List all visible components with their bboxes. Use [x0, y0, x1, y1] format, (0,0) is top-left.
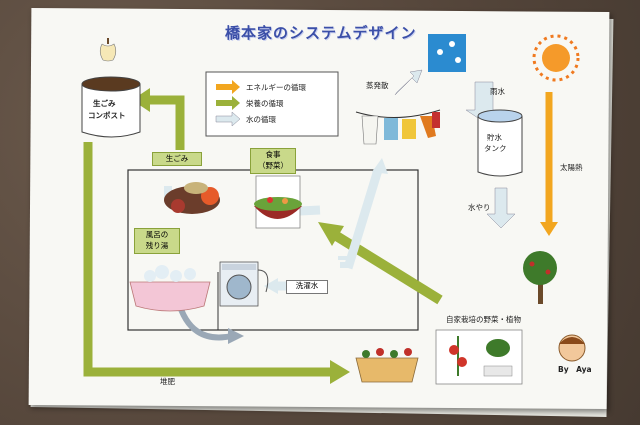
- vegetable-plants-illustration: [435, 329, 523, 385]
- apple-core-icon: [99, 38, 117, 62]
- washing-machine-illustration: [219, 261, 269, 307]
- poster-title: 橋本家のシステムデザイン: [225, 24, 417, 42]
- author-credit: By Aya: [558, 365, 592, 374]
- bath-label-line1: 風呂の: [145, 230, 169, 239]
- water-tank-illustration: [477, 109, 523, 177]
- bathtub-illustration: [129, 265, 211, 312]
- meal-label-line1: 食事: [265, 150, 281, 159]
- bath-label-line2: 残り湯: [145, 241, 169, 250]
- watering-arrow: [486, 187, 516, 229]
- compost-label-line1: 生ごみ: [93, 99, 116, 108]
- evaporation-arrow: [394, 69, 423, 96]
- home-garden-label: 自家栽培の野菜・植物: [446, 315, 521, 324]
- laundry-evap-arrow: [343, 168, 383, 270]
- legend-energy-label: エネルギーの循環: [246, 83, 306, 92]
- rain-label: 雨水: [490, 87, 505, 96]
- tank-label-line2: タンク: [484, 144, 507, 153]
- compost-bin: [81, 84, 141, 138]
- tank-label-line1: 貯水: [487, 133, 502, 142]
- laundry-water-label: 洗濯水: [286, 280, 328, 294]
- bathwater-tag: 風呂の 残り湯: [134, 228, 180, 254]
- rain-illustration: [428, 34, 466, 72]
- author-avatar: [558, 334, 586, 362]
- meal-label-line2: （野菜）: [258, 161, 288, 170]
- scraps-to-compost-arrow: [150, 95, 185, 150]
- food-scraps-illustration: [164, 182, 220, 214]
- watering-label: 水やり: [468, 203, 491, 212]
- salad-bowl-illustration: [254, 197, 302, 219]
- compost-fertilizer-label: 堆肥: [160, 377, 175, 386]
- compost-to-garden-arrow: [83, 142, 330, 377]
- evaporation-label: 蒸発散: [366, 81, 389, 90]
- food-scraps-tag: 生ごみ: [152, 152, 202, 166]
- compost-label-line2: コンポスト: [88, 111, 126, 120]
- planter-box-illustration: [355, 348, 419, 383]
- solar-heat-label: 太陽熱: [560, 163, 583, 172]
- clothesline-illustration: [355, 109, 441, 145]
- meal-tag: 食事 （野菜）: [250, 148, 296, 174]
- legend-nutrient-label: 栄養の循環: [246, 99, 284, 108]
- tree-illustration: [523, 251, 557, 304]
- legend-water-label: 水の循環: [246, 115, 276, 124]
- garden-to-meal-arrow: [327, 227, 443, 305]
- sun-icon: [532, 34, 580, 82]
